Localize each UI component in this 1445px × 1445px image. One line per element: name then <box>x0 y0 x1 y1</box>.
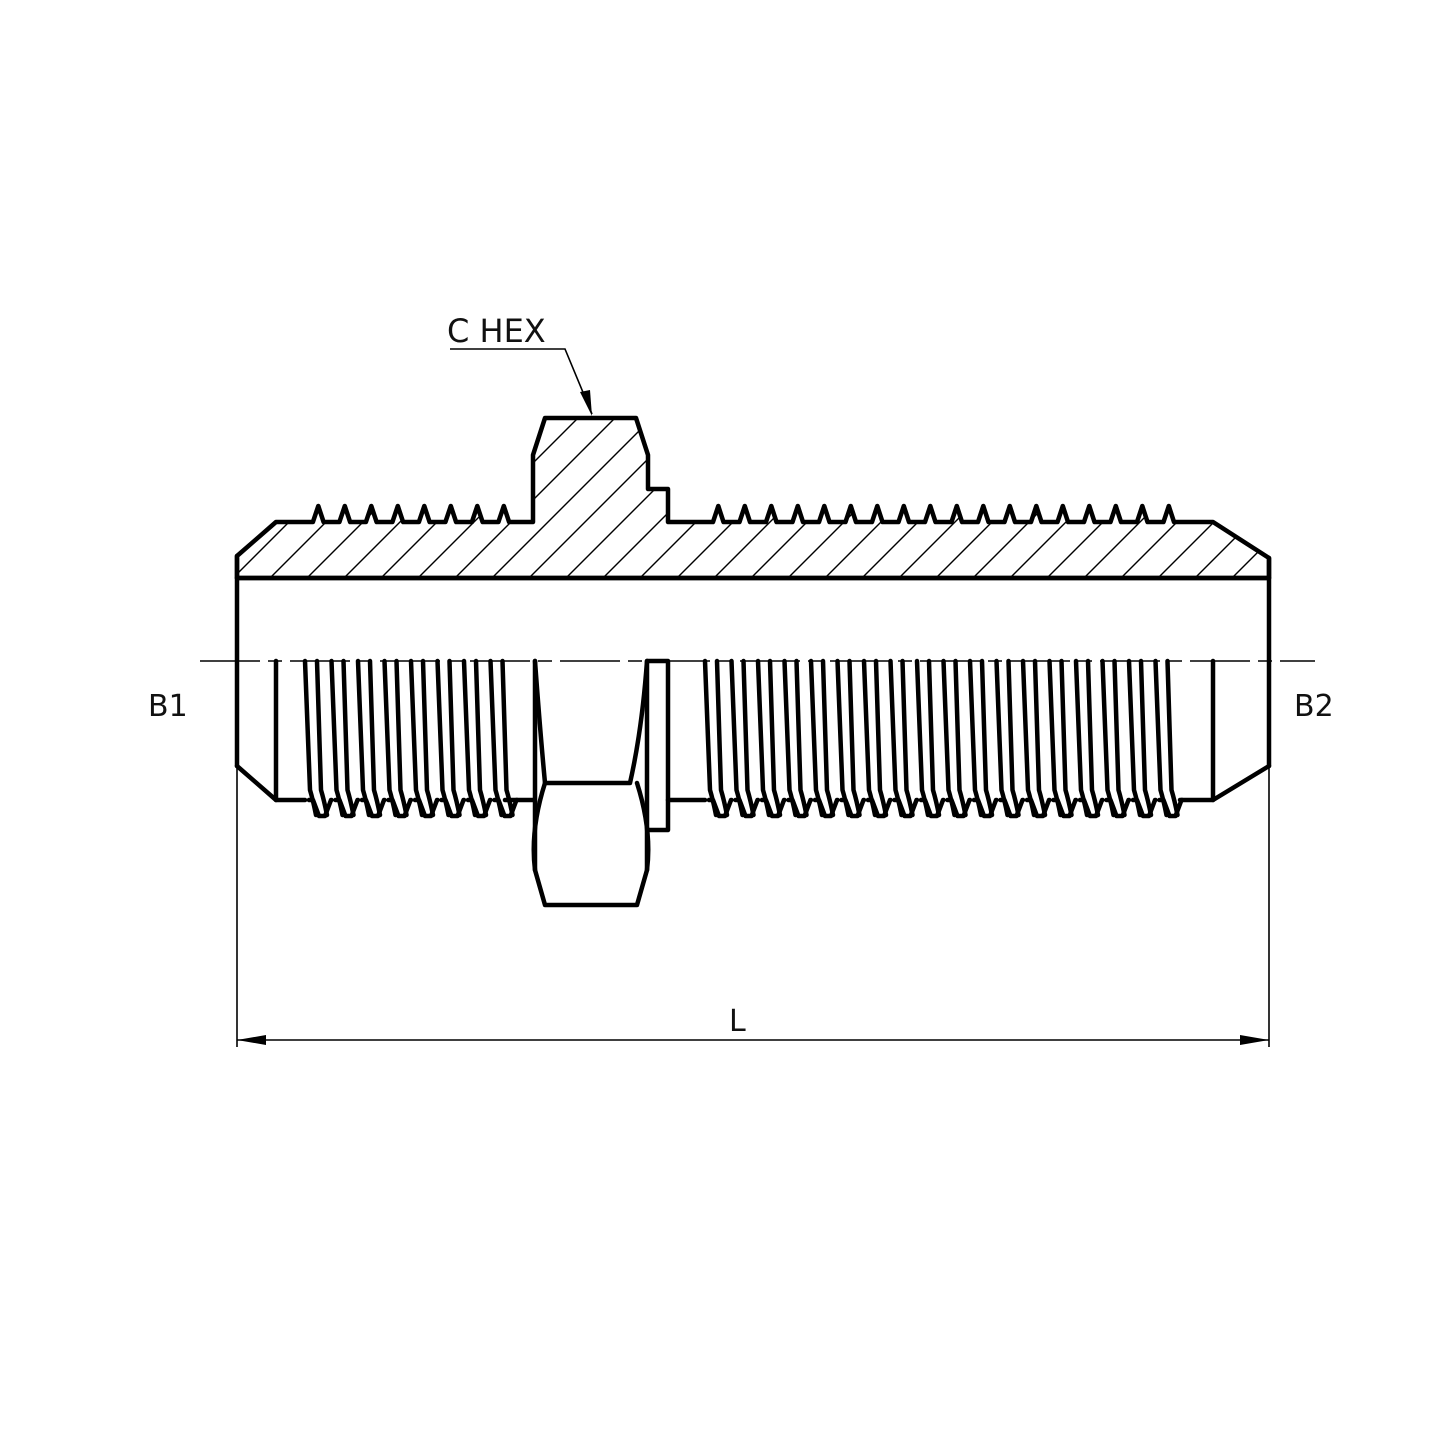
length-dimension: L <box>236 766 1270 1047</box>
hex-body <box>531 658 671 908</box>
hex-callout: C HEX <box>447 312 593 416</box>
hex-leader-arrow-icon <box>580 390 592 416</box>
hex-lower-flat <box>531 780 651 908</box>
right-flare-chamfer <box>1210 658 1272 803</box>
section-hatching <box>237 418 1269 578</box>
left-thread-side-view <box>302 658 520 819</box>
right-thread-side-view <box>702 658 1185 819</box>
hex-upper-flat-curve <box>532 658 650 786</box>
section-outline <box>234 415 1272 581</box>
hex-label: C HEX <box>447 312 546 350</box>
end-label-b2: B2 <box>1294 689 1334 724</box>
external-view-lower-half <box>234 658 1272 908</box>
left-flare-chamfer <box>234 658 279 803</box>
arrowhead-left-icon <box>237 1035 266 1045</box>
arrowhead-right-icon <box>1240 1035 1269 1045</box>
hex-leader-line <box>450 348 593 415</box>
length-label: L <box>729 1004 746 1039</box>
end-label-b1: B1 <box>148 689 188 724</box>
hex-shoulder <box>645 658 671 833</box>
